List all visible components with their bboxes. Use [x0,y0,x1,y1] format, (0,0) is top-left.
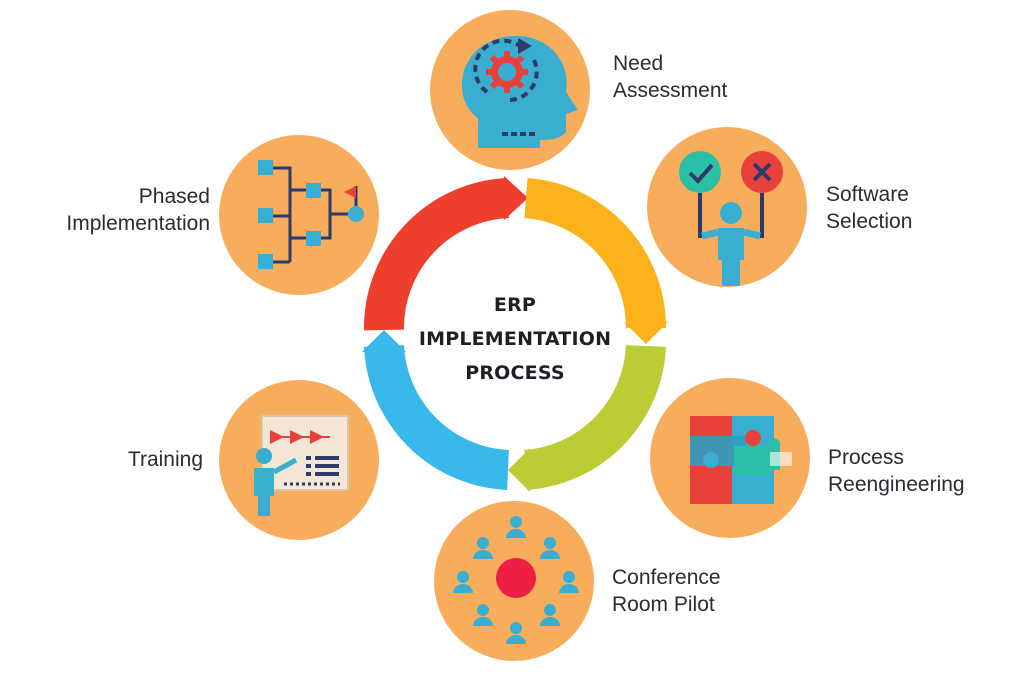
ring-segment-orange [523,178,667,329]
ring-arrowhead-green [508,448,530,492]
title-line-1: ERP [493,294,537,316]
check-cross-signs-icon [679,151,783,286]
ring-segment-green [523,344,666,490]
puzzle-icon [690,416,792,504]
label-phased-implementation: Phased Implementation [10,183,210,237]
ring-segment-blue [364,344,510,490]
label-line: Reengineering [828,473,965,496]
title-line-2: IMPLEMENTATION [418,328,612,350]
process-cycle-ring [362,176,668,492]
head-gear-icon [461,35,578,148]
label-line: Implementation [66,212,210,235]
ring-arrowhead-red [504,176,528,220]
flowchart-flag-icon [258,160,364,269]
diagram-title: ERP IMPLEMENTATION PROCESS [400,288,630,390]
label-training: Training [60,446,203,473]
label-process-reengineering: Process Reengineering [828,444,965,498]
label-line: Need [613,52,664,75]
label-line: Selection [826,210,913,233]
label-software-selection: Software Selection [826,181,912,235]
meeting-people-icon [453,516,579,644]
ring-arrowhead-blue [362,330,406,352]
label-line: Phased [138,185,210,208]
label-line: Training [127,448,203,471]
title-line-3: PROCESS [465,362,565,384]
label-line: Conference [612,566,721,589]
label-line: Software [826,183,909,206]
label-line: Room Pilot [612,593,715,616]
ring-arrowhead-orange [624,322,668,344]
label-line: Process [828,446,904,469]
label-conference-room-pilot: Conference Room Pilot [612,564,721,618]
label-need-assessment: Need Assessment [613,50,727,104]
ring-segment-red [363,178,510,331]
presentation-board-icon [254,415,349,516]
label-line: Assessment [613,79,728,102]
